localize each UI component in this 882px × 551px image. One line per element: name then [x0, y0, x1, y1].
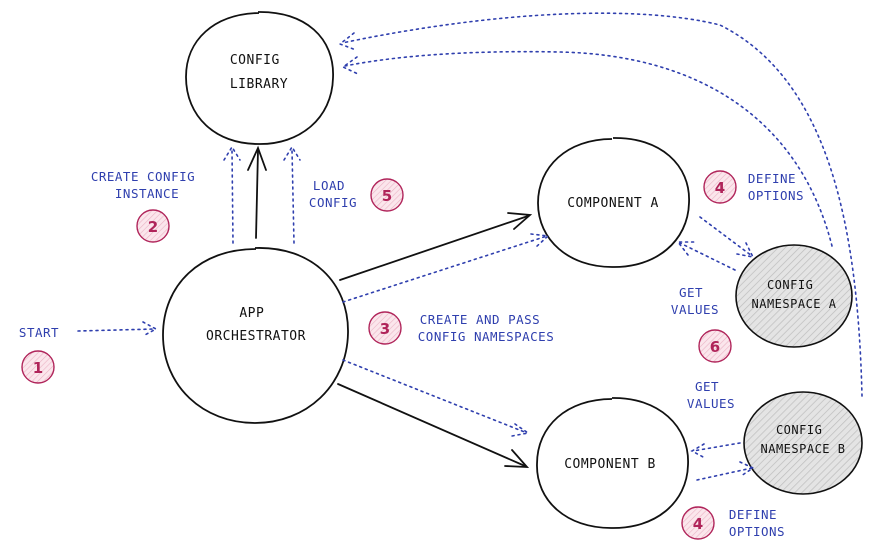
step-number-2: 2 — [148, 218, 158, 236]
component-a-circle — [537, 137, 690, 268]
namespace-a-line-2: NAMESPACE A — [752, 297, 837, 311]
node-component-b: COMPONENT B — [536, 397, 689, 529]
arrow-namespace-b-to-library — [338, 12, 863, 397]
node-config-library: CONFIG LIBRARY — [185, 11, 334, 145]
annotation-create-config-instance: CREATE CONFIG INSTANCE 2 — [91, 169, 203, 243]
arrow-namespace-b-to-component-b — [690, 442, 741, 459]
namespace-b-line-2: NAMESPACE B — [761, 442, 846, 456]
app-orchestrator-line-1: APP — [239, 306, 264, 321]
node-component-a: COMPONENT A — [537, 137, 690, 268]
namespace-b-line-1: CONFIG — [776, 423, 822, 437]
define-options-b-line-2: OPTIONS — [729, 524, 785, 539]
step-number-1: 1 — [33, 359, 43, 377]
create-and-pass-label: CREATE AND PASS CONFIG NAMESPACES — [418, 312, 554, 344]
get-values-b-label: GET VALUES — [687, 379, 735, 411]
annotation-define-options-b: 4 DEFINE OPTIONS — [681, 506, 785, 540]
get-values-b-line-2: VALUES — [687, 396, 735, 411]
config-library-line-1: CONFIG — [230, 53, 280, 68]
arrow-create-config-instance — [223, 145, 241, 244]
start-label: START — [19, 325, 59, 340]
config-library-label: CONFIG LIBRARY — [230, 53, 288, 92]
get-values-b-line-1: GET — [695, 379, 719, 394]
define-options-a-line-1: DEFINE — [748, 171, 796, 186]
create-and-pass-line-2: CONFIG NAMESPACES — [418, 329, 554, 344]
app-orchestrator-line-2: ORCHESTRATOR — [206, 329, 306, 344]
arrow-orchestrator-to-library — [247, 145, 267, 239]
arrow-pass-namespace-b — [342, 359, 531, 437]
dotted-arrows — [77, 12, 863, 481]
define-options-b-label: DEFINE OPTIONS — [729, 507, 785, 539]
namespace-a-line-1: CONFIG — [767, 278, 813, 292]
annotation-start: START 1 — [19, 325, 59, 384]
create-config-instance-line-2: INSTANCE — [115, 186, 179, 201]
step-number-4b: 4 — [693, 515, 703, 533]
step-badge-6: 6 — [698, 329, 732, 363]
step-badge-1: 1 — [21, 350, 55, 384]
step-badge-5: 5 — [370, 178, 404, 212]
arrow-orchestrator-to-component-a — [339, 212, 533, 281]
create-and-pass-line-1: CREATE AND PASS — [420, 312, 540, 327]
annotation-get-values-b: GET VALUES — [687, 379, 735, 411]
app-orchestrator-circle — [162, 247, 349, 424]
config-library-circle — [185, 11, 334, 145]
arrow-namespace-a-to-component-a — [676, 241, 736, 271]
get-values-a-line-1: GET — [679, 285, 703, 300]
arrow-start-to-orchestrator — [77, 321, 158, 337]
node-config-namespace-b: CONFIG NAMESPACE B — [743, 391, 863, 495]
create-config-instance-label: CREATE CONFIG INSTANCE — [91, 169, 203, 201]
arrow-orchestrator-to-component-b — [337, 383, 530, 468]
step-number-3: 3 — [380, 320, 390, 338]
load-config-label: LOAD CONFIG — [309, 178, 357, 210]
annotation-get-values-a: GET VALUES 6 — [671, 285, 732, 363]
annotation-create-and-pass: 3 CREATE AND PASS CONFIG NAMESPACES — [368, 311, 554, 345]
step-number-5: 5 — [382, 187, 392, 205]
solid-arrows — [247, 145, 533, 468]
namespace-b-label: CONFIG NAMESPACE B — [761, 423, 846, 456]
step-badge-3: 3 — [368, 311, 402, 345]
node-config-namespace-a: CONFIG NAMESPACE A — [735, 244, 853, 348]
load-config-line-1: LOAD — [313, 178, 345, 193]
load-config-line-2: CONFIG — [309, 195, 357, 210]
arrow-namespace-a-to-library — [341, 50, 833, 247]
arrow-load-config — [283, 145, 301, 244]
arrow-component-b-to-namespace-b — [696, 461, 755, 481]
get-values-a-line-2: VALUES — [671, 302, 719, 317]
get-values-a-label: GET VALUES — [671, 285, 719, 317]
step-number-4a: 4 — [715, 179, 725, 197]
config-library-line-2: LIBRARY — [230, 77, 288, 92]
define-options-b-line-1: DEFINE — [729, 507, 777, 522]
namespace-a-circle — [735, 244, 853, 348]
define-options-a-line-2: OPTIONS — [748, 188, 804, 203]
node-app-orchestrator: APP ORCHESTRATOR — [162, 247, 349, 424]
component-b-label: COMPONENT B — [564, 457, 656, 472]
arrow-pass-namespace-a — [342, 233, 550, 303]
step-badge-4a: 4 — [703, 170, 737, 204]
step-number-6: 6 — [710, 338, 720, 356]
component-b-circle — [536, 397, 689, 529]
annotation-load-config: LOAD CONFIG 5 — [309, 178, 404, 212]
define-options-a-label: DEFINE OPTIONS — [748, 171, 804, 203]
app-orchestrator-label: APP ORCHESTRATOR — [206, 306, 306, 344]
arrow-component-a-to-namespace-a — [699, 216, 755, 259]
namespace-a-label: CONFIG NAMESPACE A — [752, 278, 837, 311]
component-a-label: COMPONENT A — [567, 196, 659, 211]
annotation-define-options-a: 4 DEFINE OPTIONS — [703, 170, 804, 204]
step-badge-4b: 4 — [681, 506, 715, 540]
step-badge-2: 2 — [136, 209, 170, 243]
create-config-instance-line-1: CREATE CONFIG — [91, 169, 195, 184]
namespace-b-circle — [743, 391, 863, 495]
